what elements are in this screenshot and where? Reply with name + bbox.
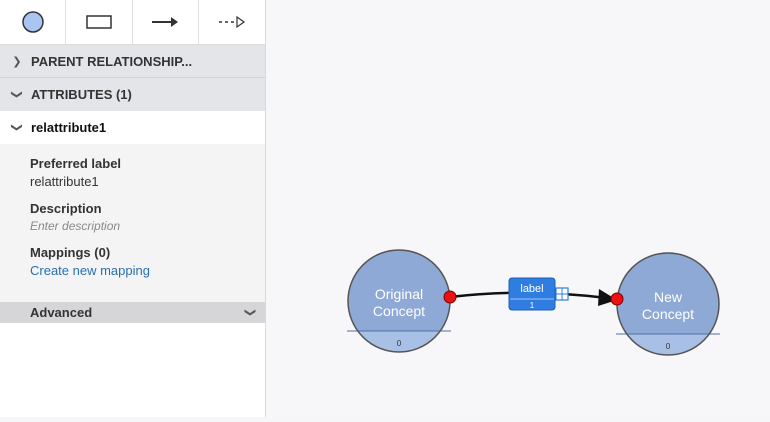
advanced-section[interactable]: Advanced ❯ [0, 302, 265, 323]
dashed-arrow-icon [218, 15, 245, 29]
advanced-title: Advanced [30, 305, 93, 320]
create-mapping-link[interactable]: Create new mapping [30, 263, 150, 278]
description-title: Description [30, 201, 102, 216]
description-input[interactable]: Enter description [30, 219, 121, 233]
preferred-label-value[interactable]: relattribute1 [30, 174, 99, 189]
graph-svg: Original Concept 0 New Concept 0 label 1 [345, 249, 724, 359]
parent-relationship-section[interactable]: ❯ PARENT RELATIONSHIP... [0, 45, 265, 78]
edge-label-box[interactable]: label 1 [508, 277, 556, 311]
expand-grid-icon[interactable] [555, 287, 569, 301]
attributes-section[interactable]: ❯ ATTRIBUTES (1) [0, 78, 265, 111]
edge-count: 1 [530, 301, 535, 310]
dashed-arrow-relation-tool[interactable] [199, 0, 265, 44]
mappings-title: Mappings (0) [30, 245, 111, 260]
attribute-details: Preferred label relattribute1 Descriptio… [0, 144, 265, 302]
attribute-name: relattribute1 [31, 120, 107, 135]
edge-endpoint-start[interactable] [443, 290, 457, 304]
rectangle-icon [86, 15, 112, 29]
sidebar: ❯ PARENT RELATIONSHIP... ❯ ATTRIBUTES (1… [0, 0, 266, 417]
arrowhead-icon [598, 289, 617, 306]
attribute-item-header[interactable]: ❯ relattribute1 [0, 111, 265, 144]
node-label-line1: Original [375, 286, 423, 302]
chevron-down-icon: ❯ [10, 89, 23, 100]
edge-label-text: label [520, 283, 543, 295]
rectangle-node-tool[interactable] [66, 0, 133, 44]
circle-node-tool[interactable] [0, 0, 67, 44]
node-count: 0 [666, 342, 671, 351]
node-count: 0 [397, 339, 402, 348]
toolbar [0, 0, 265, 45]
concept-node-original[interactable]: Original Concept 0 [345, 249, 455, 356]
attributes-title: ATTRIBUTES (1) [31, 87, 132, 102]
edge-endpoint-end[interactable] [610, 292, 624, 306]
chevron-down-icon: ❯ [243, 307, 256, 318]
chevron-down-icon: ❯ [10, 122, 23, 133]
parent-relationship-title: PARENT RELATIONSHIP... [31, 53, 193, 69]
graph-canvas[interactable]: Original Concept 0 New Concept 0 label 1 [267, 0, 770, 417]
chevron-right-icon: ❯ [12, 55, 22, 68]
node-label-line2: Concept [373, 303, 425, 319]
preferred-label-title: Preferred label [30, 156, 122, 171]
concept-node-new[interactable]: New Concept 0 [614, 252, 724, 359]
arrow-relation-tool[interactable] [133, 0, 199, 44]
node-label-line1: New [654, 289, 683, 305]
circle-icon [21, 11, 44, 33]
node-label-line2: Concept [642, 306, 694, 322]
arrow-right-icon [152, 17, 179, 27]
